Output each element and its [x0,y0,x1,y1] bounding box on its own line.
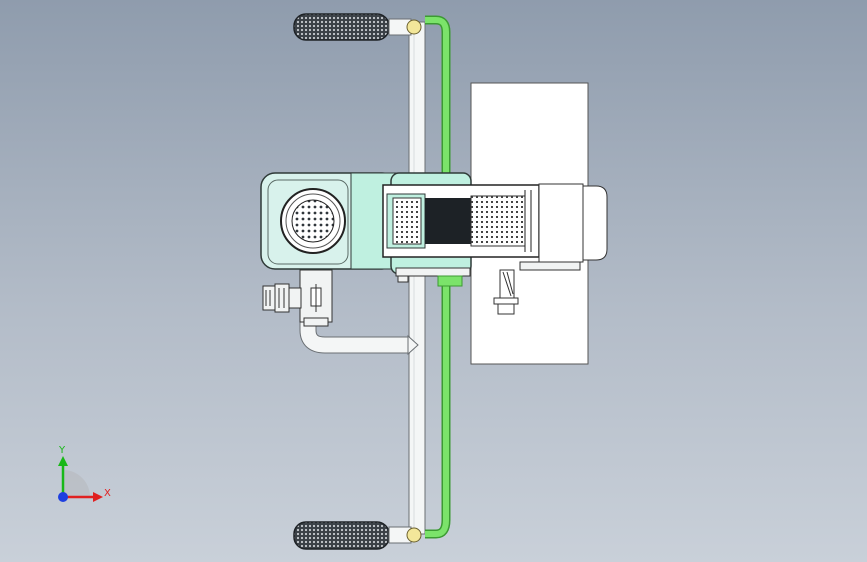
top-joint [406,19,422,35]
motor-housing [382,172,608,283]
x-axis-label: X [104,488,111,499]
top-handle [293,13,422,41]
hanging-brush [493,269,519,315]
y-axis-label: Y [58,445,66,456]
valve-assembly [262,269,333,327]
white-pipe-vertical [408,21,426,535]
machine-body [260,172,397,270]
bottom-joint [406,527,422,543]
green-coupling [437,275,463,287]
axis-triad: Y X [58,445,111,502]
bottom-handle [293,521,422,550]
end-cap [582,185,608,261]
